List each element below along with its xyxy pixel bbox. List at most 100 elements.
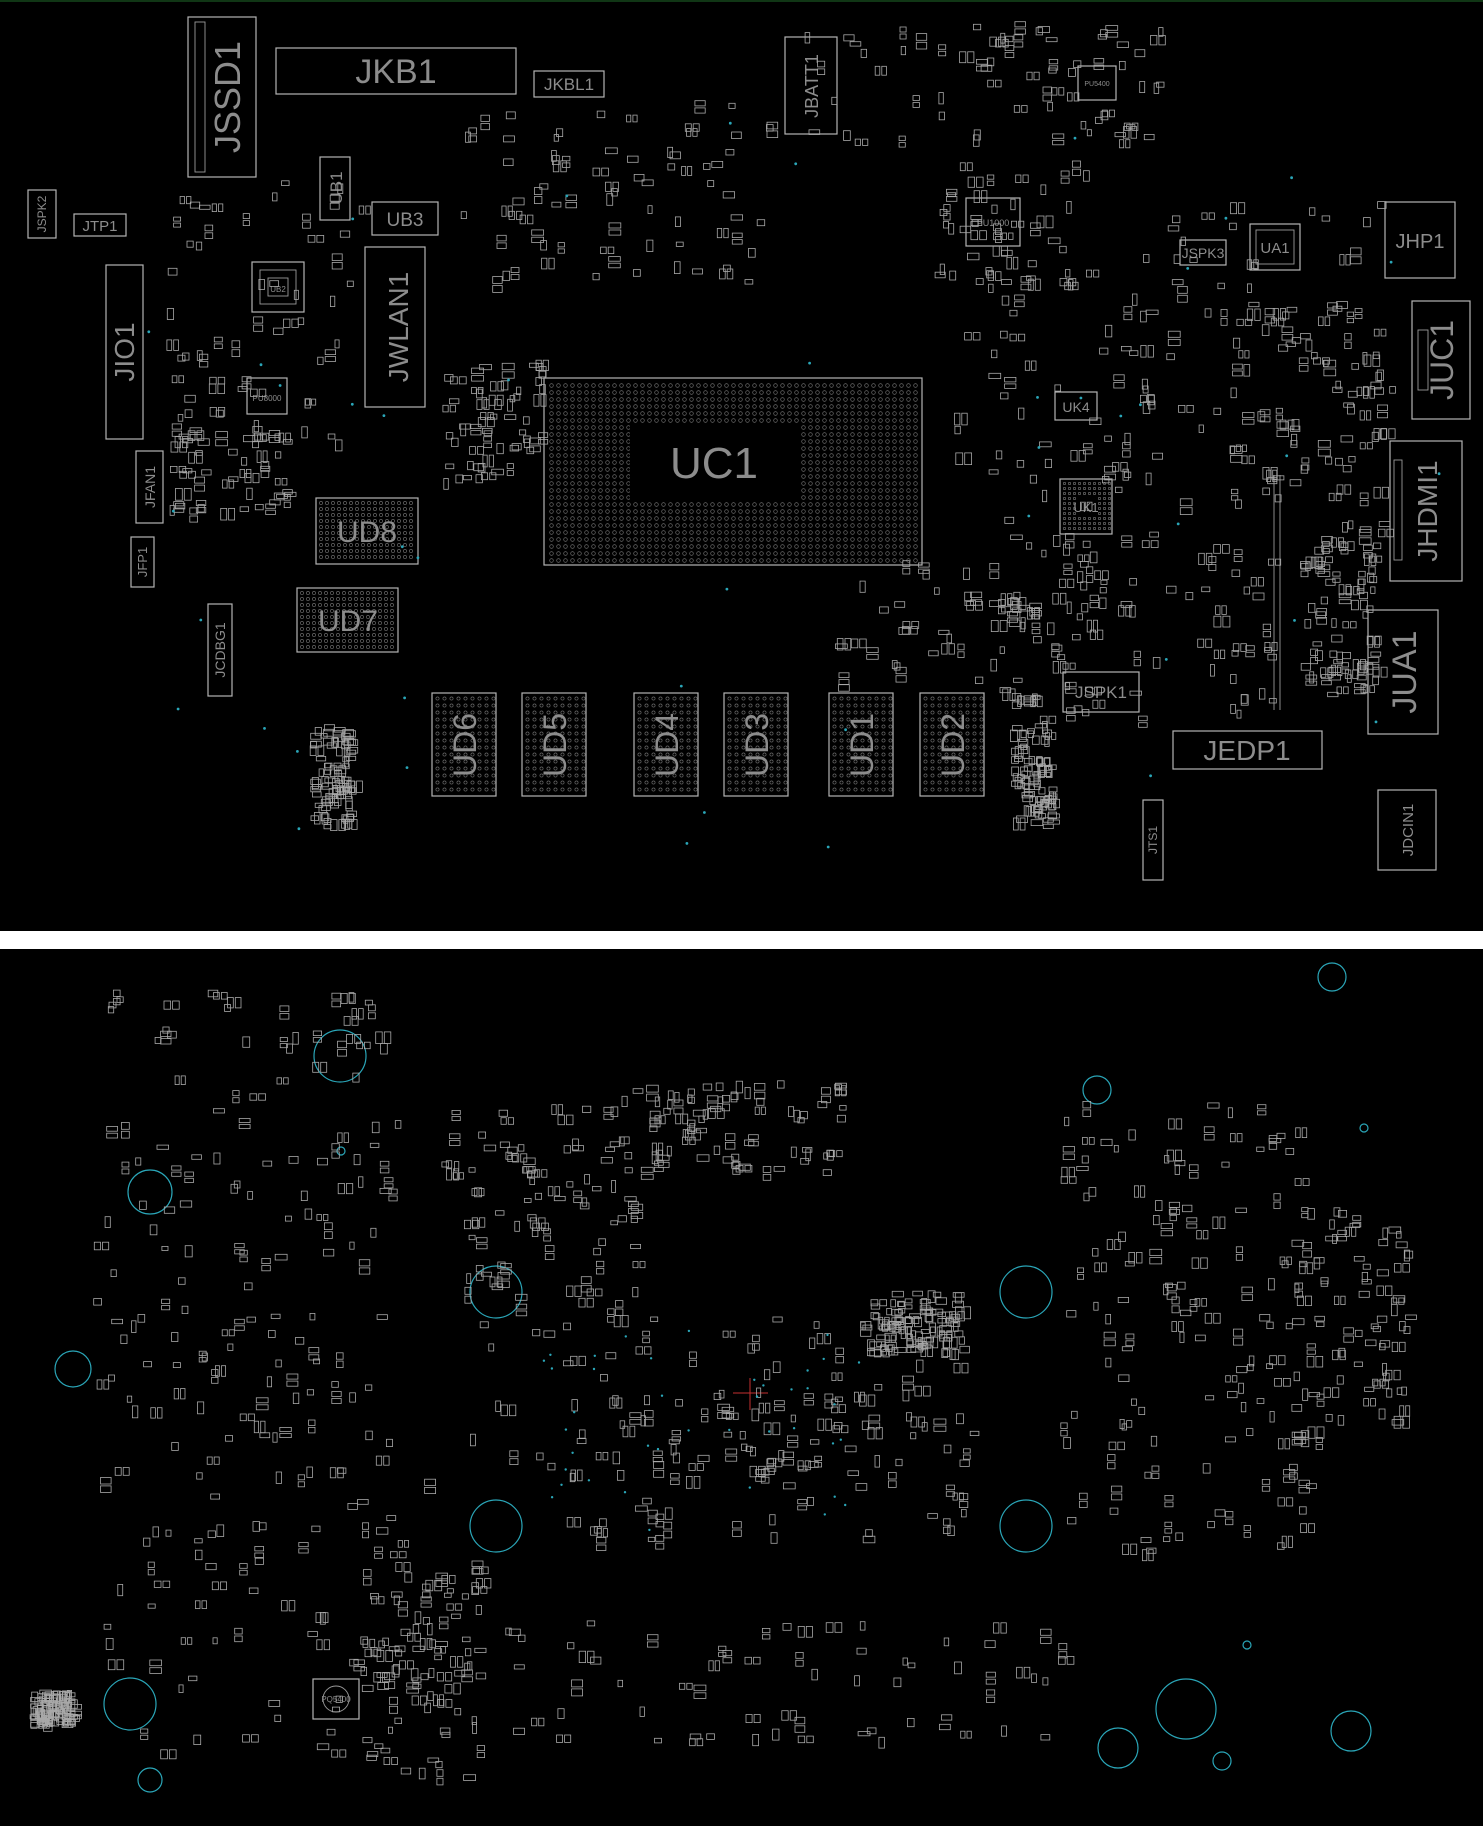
component-jwlan1[interactable] (364, 246, 426, 408)
ball-pad (654, 523, 659, 528)
ball-pad (355, 507, 359, 511)
ball-pad (808, 439, 813, 444)
component-dram[interactable] (431, 692, 497, 797)
ball-pad (780, 530, 785, 535)
via-dot (1119, 414, 1123, 418)
component-jio1[interactable] (105, 264, 144, 440)
component-jkbl1[interactable] (533, 70, 605, 98)
component-pu5400[interactable] (1077, 65, 1117, 101)
component-jts1[interactable] (1142, 799, 1164, 881)
component-jspk3[interactable] (1179, 239, 1227, 266)
component-jua1[interactable] (1367, 609, 1439, 735)
component-ub2[interactable] (251, 261, 305, 313)
ball-pad (930, 724, 935, 729)
jhdmi1-pin-row (1393, 459, 1403, 561)
component-pu8000[interactable] (246, 377, 288, 415)
via-dot (1027, 514, 1031, 518)
ball-pad (647, 383, 652, 388)
ball-pad (892, 383, 897, 388)
component-jedp1[interactable] (1172, 730, 1323, 770)
ball-pad (888, 710, 893, 715)
component-jssd1[interactable] (187, 16, 257, 178)
ball-pad (665, 752, 670, 757)
ball-pad (612, 509, 617, 514)
component-uk1[interactable] (1059, 478, 1113, 535)
component-dram[interactable] (828, 692, 894, 797)
component-dram[interactable] (919, 692, 985, 797)
ball-pad (1083, 521, 1087, 525)
ball-pad (385, 549, 389, 553)
smd-pad (198, 361, 209, 368)
smd-pad (1105, 324, 1113, 338)
label-pu8000: PU8000 (253, 394, 282, 403)
ball-pad (584, 551, 589, 556)
label-jcdbg1: JCDBG1 (212, 622, 228, 677)
ball-pad (318, 621, 322, 625)
component-jkb1[interactable] (275, 47, 517, 95)
ball-pad (913, 460, 918, 465)
ball-pad (442, 710, 447, 715)
ball-pad (644, 696, 649, 701)
ball-pad (563, 404, 568, 409)
ball-pad (539, 759, 544, 764)
via-dot (1073, 136, 1077, 140)
ball-pad (409, 525, 413, 529)
ball-pad (626, 390, 631, 395)
ball-pad (724, 418, 729, 423)
component-ub1[interactable] (319, 156, 351, 221)
component-dram[interactable] (723, 692, 789, 797)
component-dram[interactable] (633, 692, 699, 797)
ball-pad (829, 488, 834, 493)
ball-pad (619, 453, 624, 458)
ball-pad (378, 621, 382, 625)
component-uk4[interactable] (1054, 391, 1098, 421)
ball-pad (787, 418, 792, 423)
ball-pad (539, 773, 544, 778)
ball-pad (665, 759, 670, 764)
component-juc1[interactable] (1411, 300, 1471, 420)
ball-pad (979, 738, 984, 743)
component-jcdbg1[interactable] (207, 603, 233, 697)
ball-pad (871, 495, 876, 500)
ball-pad (577, 432, 582, 437)
component-jspk2[interactable] (27, 189, 57, 239)
component-jspk1[interactable] (1062, 671, 1140, 713)
ball-pad (591, 467, 596, 472)
component-jtp1[interactable] (73, 213, 127, 237)
component-jdcin1[interactable] (1377, 789, 1437, 871)
ball-pad (563, 530, 568, 535)
ball-pad (553, 696, 558, 701)
component-jhp1[interactable] (1384, 201, 1456, 279)
via-dot (1079, 396, 1083, 400)
ball-pad (539, 738, 544, 743)
component-jfan1[interactable] (135, 450, 164, 524)
ball-pad (563, 523, 568, 528)
ball-pad (689, 551, 694, 556)
smd-pad (1099, 347, 1109, 355)
ball-pad (727, 766, 732, 771)
component-jhdmi1[interactable] (1389, 440, 1463, 582)
component-jfp1[interactable] (130, 536, 155, 588)
ball-pad (367, 513, 371, 517)
component-ub3[interactable] (371, 201, 439, 236)
smd-pad (1238, 350, 1244, 359)
ball-pad (318, 633, 322, 637)
smd-pad (998, 36, 1006, 47)
ball-pad (836, 439, 841, 444)
ball-pad (591, 418, 596, 423)
ball-pad (867, 773, 872, 778)
ball-pad (752, 509, 757, 514)
ball-pad (366, 597, 370, 601)
component-ud7[interactable] (296, 587, 399, 653)
component-uc1[interactable] (543, 377, 923, 566)
component-jbatt1[interactable] (784, 36, 838, 135)
smd-pad (269, 280, 279, 287)
via-dot (794, 162, 798, 166)
component-dram[interactable] (521, 692, 587, 797)
component-ud8[interactable] (315, 497, 419, 565)
ball-pad (560, 731, 565, 736)
smd-pad (898, 142, 906, 148)
component-ua1[interactable] (1249, 223, 1301, 271)
ball-pad (867, 703, 872, 708)
ball-pad (456, 752, 461, 757)
